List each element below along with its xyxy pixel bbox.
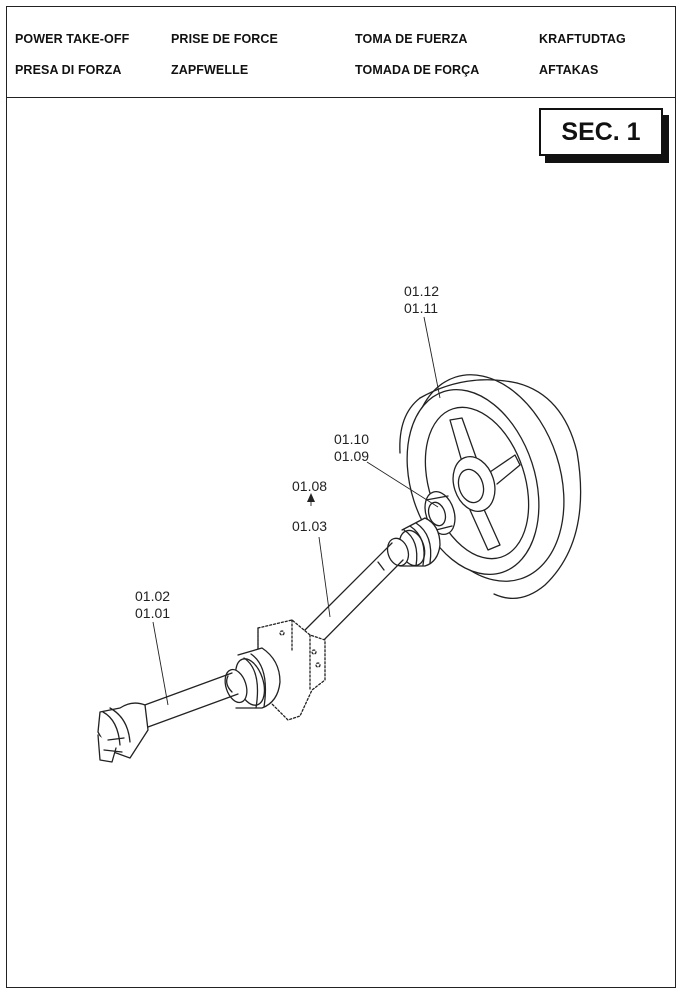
callout-hub-2: 01.09 [334, 448, 369, 464]
title-en: POWER TAKE-OFF [15, 32, 130, 46]
section-label: SEC. 1 [561, 117, 641, 146]
callout-top: 01.08 [292, 478, 327, 494]
title-es: TOMA DE FUERZA [355, 32, 468, 46]
title-de: ZAPFWELLE [171, 63, 249, 77]
upper-shaft [299, 542, 404, 653]
title-header: POWER TAKE-OFF PRISE DE FORCE TOMA DE FU… [6, 6, 676, 98]
section-badge: SEC. 1 [539, 108, 663, 156]
page-frame [6, 6, 676, 988]
callout-mid: 01.03 [292, 518, 327, 534]
lower-shaft [141, 672, 239, 728]
end-yoke [97, 702, 149, 763]
callout-lower-2: 01.01 [135, 605, 170, 621]
title-pt: TOMADA DE FORÇA [355, 63, 480, 77]
callout-hub-1: 01.10 [334, 431, 369, 447]
title-it: PRESA DI FORZA [15, 63, 122, 77]
title-fr: PRISE DE FORCE [171, 32, 278, 46]
upper-joint [386, 517, 441, 567]
callout-wheel-1: 01.12 [404, 283, 439, 299]
callout-wheel-2: 01.11 [404, 300, 438, 316]
title-nl: AFTAKAS [539, 63, 599, 77]
title-da: KRAFTUDTAG [539, 32, 626, 46]
arrow-up-icon [307, 493, 315, 502]
lower-joint [224, 647, 281, 709]
leader-lines [152, 316, 441, 706]
callout-lower-1: 01.02 [135, 588, 170, 604]
